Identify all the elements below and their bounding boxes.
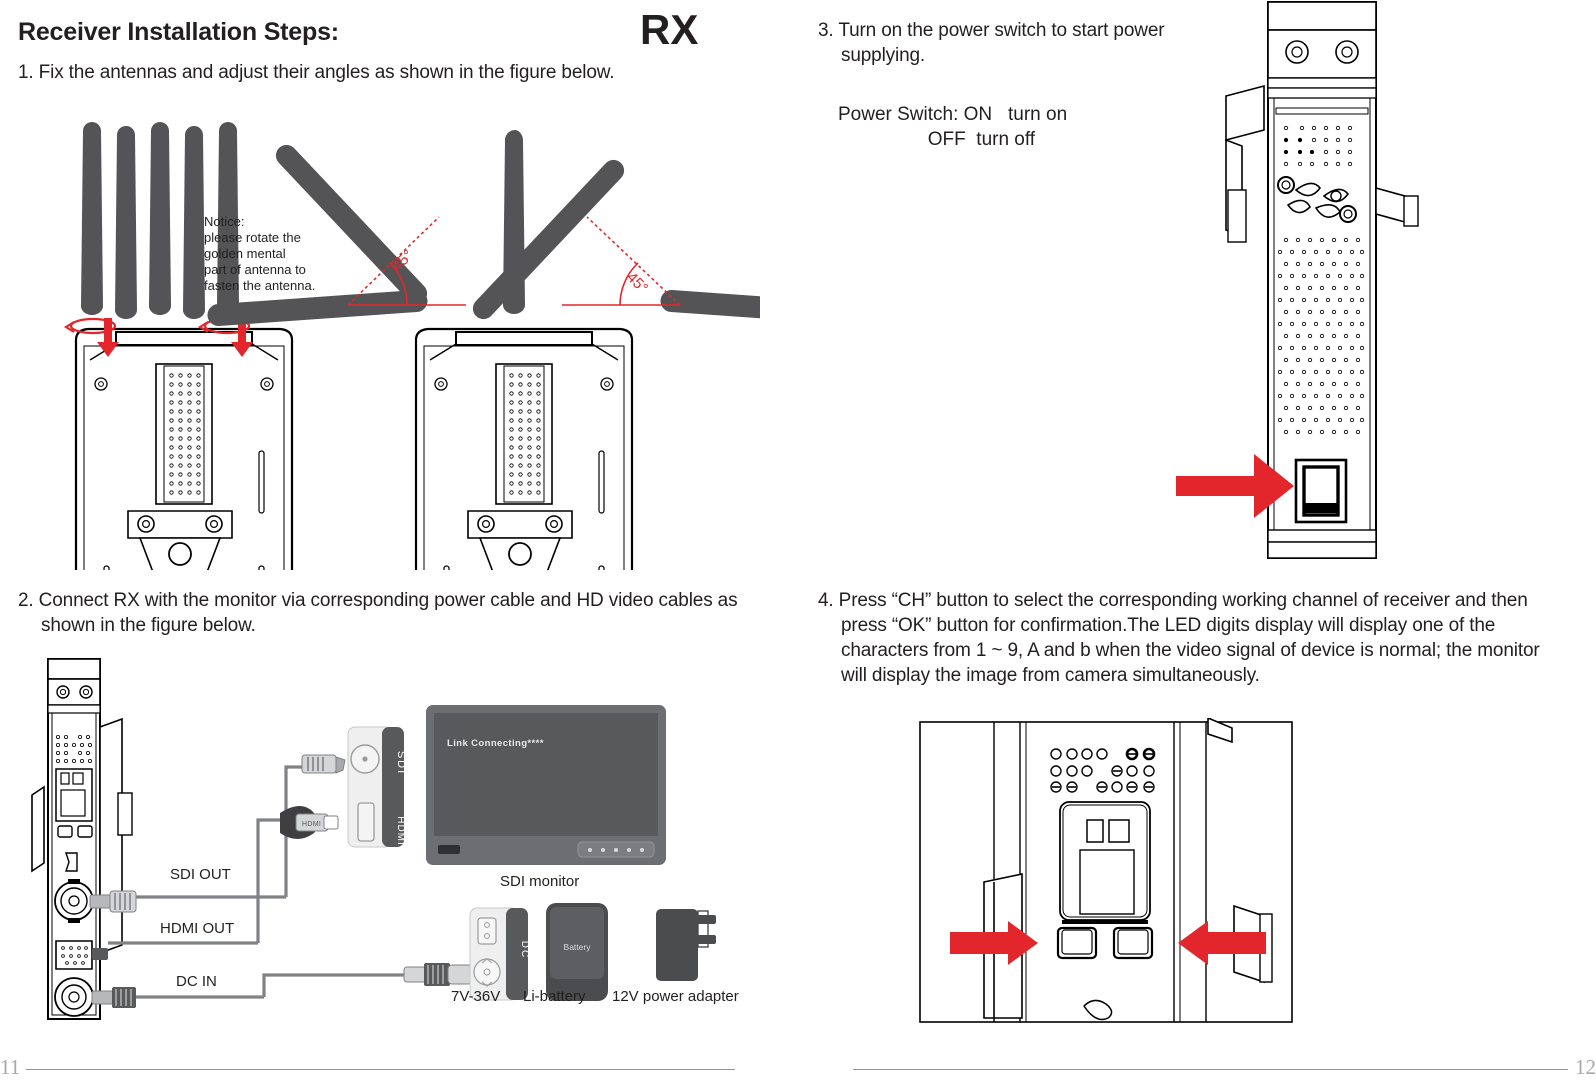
footer-left: 11 [0,1054,735,1079]
hdmi-plug-chip: HDMI [302,821,321,828]
step-3-text: 3. Turn on the power switch to start pow… [818,20,1165,66]
receiver-side-view [31,658,133,1020]
battery-chip: Battery [564,942,592,952]
caption-power-adapter: 12V power adapter [612,988,739,1005]
receiver-power-side-view [1225,1,1419,559]
step-4-text: 4. Press “CH” button to select the corre… [818,590,1540,686]
sdi-monitor: Link Connecting**** [426,705,666,865]
monitor-screen-text: Link Connecting**** [447,738,544,749]
notice-line-4: fasten the antenna. [204,278,316,293]
sdi-input-module: SDI HDMI [347,726,407,848]
notice-line-2: golden mental [204,246,286,261]
label-hdmi-out: HDMI OUT [160,920,235,937]
dc-cable [91,963,473,1008]
left-page-column: Receiver Installation Steps: RX 1. Fix t… [0,0,790,1086]
step-1-text: 1. Fix the antennas and adjust their ang… [18,62,615,83]
caption-li-battery: Li-battery [523,988,586,1005]
footer-right: 12 [853,1054,1596,1079]
dc-module-chip: DC [519,941,530,959]
hdmi-cable: HDMI [92,806,339,960]
page-number-left: 11 [0,1055,21,1079]
svg-text:45°: 45° [623,269,651,297]
notice-heading: Notice: [204,214,245,229]
label-sdi-out: SDI OUT [170,866,231,883]
power-switch-legend: Power Switch: ON turn on OFF turn off [838,104,1068,150]
antenna-notice: Notice: please rotate the golden mental … [204,214,334,294]
dc-power-module: DC [469,907,530,1001]
step-2-text: 2. Connect RX with the monitor via corre… [18,590,738,636]
hdmi-port-chip: HDMI [395,816,406,846]
right-page-column: 3. Turn on the power switch to start pow… [806,0,1596,1086]
label-dc-in: DC IN [176,973,217,990]
notice-line-1: please rotate the [204,230,301,245]
caption-power-range: 7V-36V [451,988,501,1005]
page-title: Receiver Installation Steps: [18,18,339,46]
notice-line-3: part of antenna to [204,262,306,277]
figure-ch-ok-buttons [916,718,1396,1028]
figure-antenna-installation: 45° 45° [60,100,760,570]
footer-rule-right [853,1069,1568,1070]
figure-connection-diagram: HDMI [30,645,770,1035]
sdi-port-chip: SDI [395,751,407,775]
footer-rule-left [26,1069,735,1070]
figure-power-switch [1164,0,1584,570]
page-number-right: 12 [1575,1055,1596,1079]
ok-button-arrow-icon [1178,921,1266,965]
device-badge-rx: RX [640,6,699,53]
li-battery: Battery [546,903,608,1001]
ch-button-arrow-icon [950,921,1038,965]
power-adapter [656,909,716,981]
sdi-cable [89,754,346,913]
power-switch-arrow-icon [1176,454,1294,518]
caption-sdi-monitor: SDI monitor [500,873,580,890]
